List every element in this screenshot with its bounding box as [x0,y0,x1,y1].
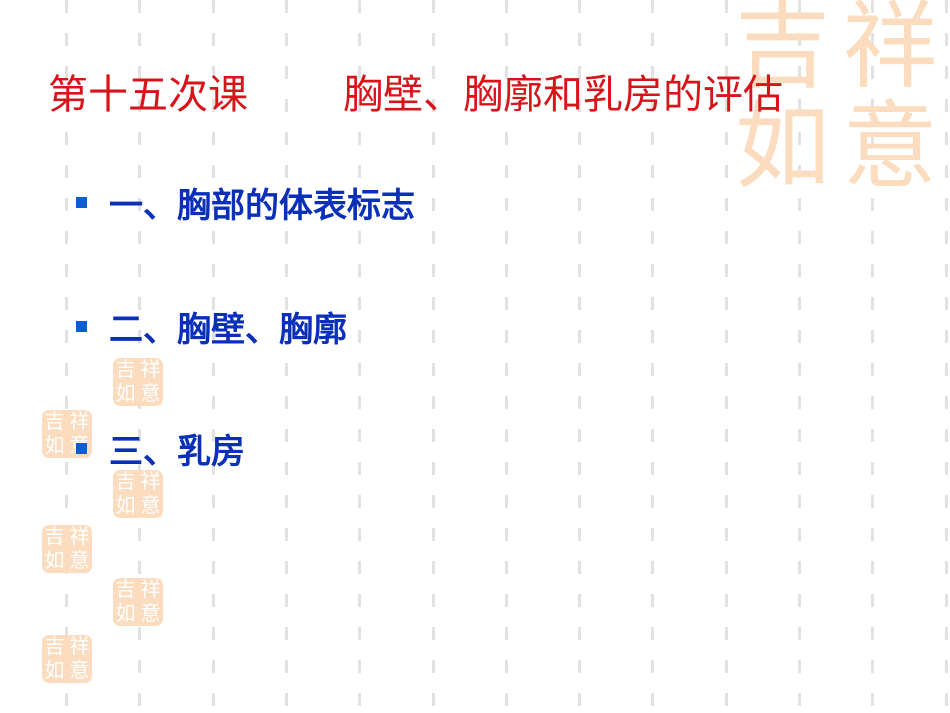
dashed-line [284,0,288,713]
watermark-seal-logo: 吉 祥 如 意 [735,0,950,200]
seal-stamp-logo: 吉祥如意 [113,470,163,518]
dashed-line [431,0,435,713]
dashed-line [211,0,215,713]
bullet-text: 一、胸部的体表标志 [109,186,415,226]
dashed-line [504,0,508,713]
dashed-line [138,0,142,713]
seal-stamp-logo: 吉祥如意 [113,358,163,406]
seal-stamp-logo: 吉祥如意 [113,578,163,626]
dashed-line [944,0,948,713]
dashed-line [651,0,655,713]
bullet-text: 三、乳房 [109,432,245,472]
seal-char: 意 [842,92,938,202]
dashed-line [798,0,801,713]
lesson-number: 第十五次课 [48,72,248,118]
bullet-item: 一、胸部的体表标志 [76,178,415,227]
dashed-line [358,0,362,713]
lesson-topic: 胸壁、胸廓和乳房的评估 [343,72,783,118]
bullet-item: 二、胸壁、胸廓 [76,302,347,351]
seal-char: 吉 [735,0,831,102]
bullet-item: 三、乳房 [76,424,245,473]
bullet-square-icon [76,321,87,332]
bullet-square-icon [76,443,87,454]
dashed-line [724,0,728,713]
dashed-line [65,0,68,713]
bullet-text: 二、胸壁、胸廓 [109,310,347,350]
seal-char: 如 [735,92,831,202]
bullet-square-icon [76,197,87,208]
seal-stamp-logo: 吉祥如意 [42,525,92,573]
dashed-line [871,0,875,713]
slide-title: 第十五次课 胸壁、胸廓和乳房的评估 [48,62,783,120]
dashed-line [578,0,582,713]
seal-char: 祥 [842,0,938,102]
seal-stamp-logo: 吉祥如意 [42,635,92,683]
